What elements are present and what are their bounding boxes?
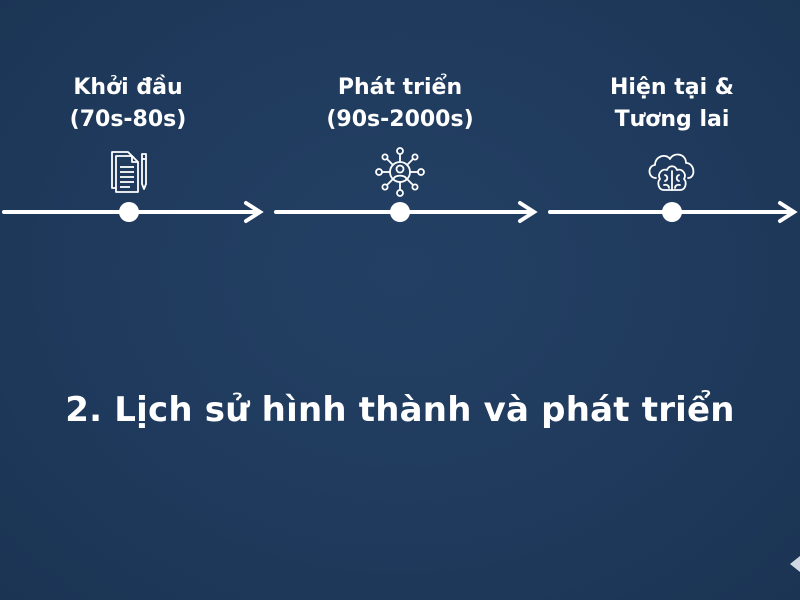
stage-3-title: Hiện tại & [610,75,734,100]
stage-1-subtitle: (70s-80s) [69,107,187,132]
stage-label-3: Hiện tại & Tương lai [562,72,782,136]
timeline-arrow-1-head [244,201,264,223]
timeline-marker-3 [662,202,682,222]
timeline-arrow-2-head [518,201,538,223]
page-heading: 2. Lịch sử hình thành và phát triển [65,390,735,430]
network-person-icon [375,147,425,197]
brain-cloud-icon [648,153,695,191]
timeline-marker-1 [119,202,139,222]
corner-arrow-icon [790,556,800,572]
stage-3-subtitle: Tương lai [614,107,730,132]
stage-label-1: Khởi đầu (70s-80s) [18,72,238,136]
stage-label-2: Phát triển (90s-2000s) [290,72,510,136]
timeline-arrow-3-head [778,201,798,223]
timeline [2,201,798,223]
document-pencil-icon [111,151,147,193]
stage-2-title: Phát triển [337,75,463,100]
timeline-marker-2 [390,202,410,222]
stage-1-title: Khởi đầu [73,75,183,100]
stage-2-subtitle: (90s-2000s) [326,107,474,132]
